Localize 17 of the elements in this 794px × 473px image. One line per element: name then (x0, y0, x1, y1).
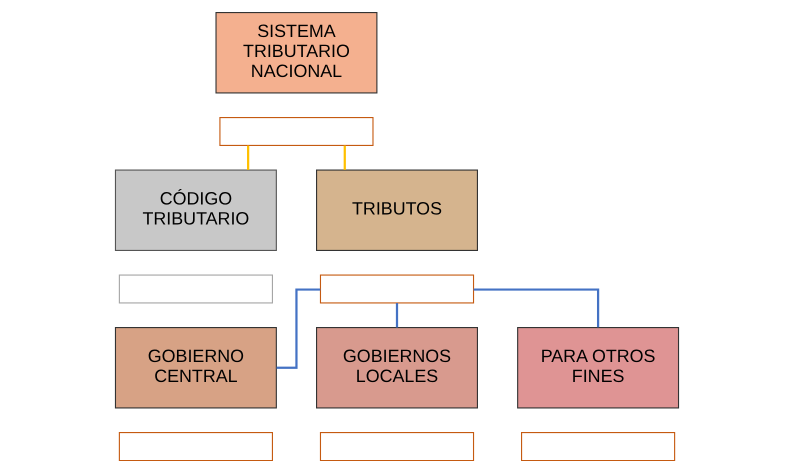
node-box: PARA OTROS FINES (517, 327, 680, 409)
node-box: CÓDIGO TRIBUTARIO (114, 169, 277, 252)
connector (276, 288, 320, 369)
node-box (118, 432, 273, 462)
node-box (320, 274, 474, 304)
node-box (118, 274, 273, 304)
connector (396, 303, 398, 328)
node-box (521, 432, 676, 462)
node-box: GOBIERNOS LOCALES (316, 327, 478, 409)
node-box: SISTEMA TRIBUTARIO NACIONAL (215, 12, 378, 94)
connector (474, 288, 600, 328)
node-box (219, 116, 374, 146)
node-box (320, 432, 474, 462)
connector (247, 146, 250, 170)
connector (344, 146, 346, 170)
node-box: TRIBUTOS (316, 169, 478, 252)
node-box: GOBIERNO CENTRAL (114, 327, 277, 409)
